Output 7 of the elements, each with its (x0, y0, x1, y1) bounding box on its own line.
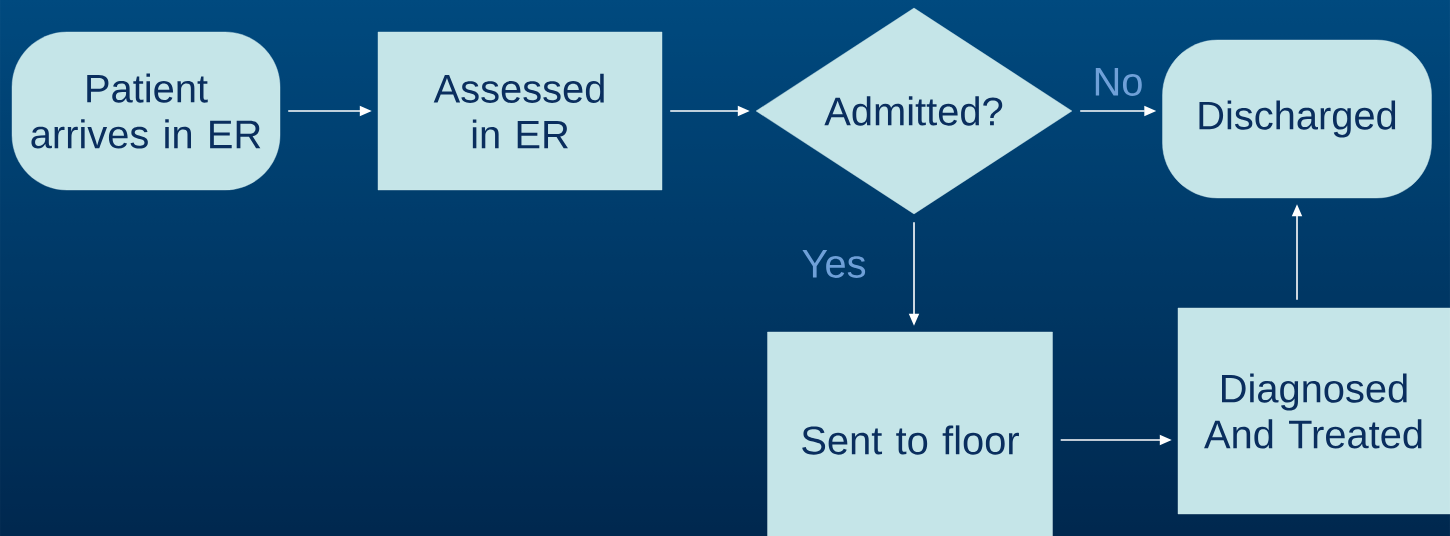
terminal-box: Patient arrives in ER (11, 31, 281, 191)
process-box: Sent to floor (767, 331, 1053, 536)
edge-label: Yes (802, 250, 866, 278)
process-box: Assessed in ER (377, 31, 663, 191)
edge-label: No (1095, 68, 1142, 96)
terminal-box: Discharged (1162, 39, 1432, 199)
process-box: Diagnosed And Treated (1177, 307, 1450, 515)
